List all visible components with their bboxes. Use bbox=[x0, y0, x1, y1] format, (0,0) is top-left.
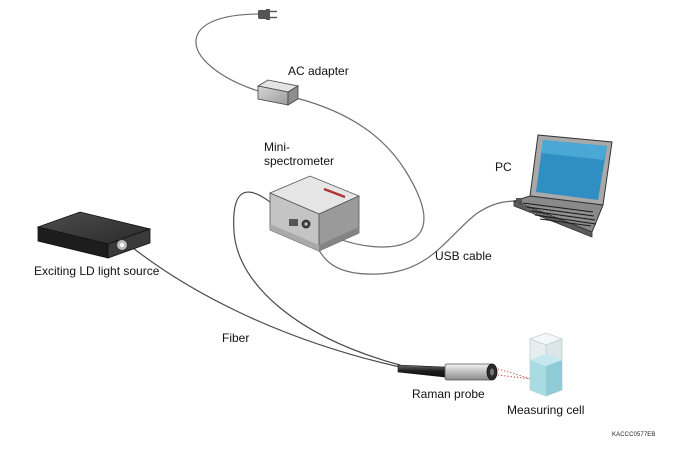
ac-adapter-icon bbox=[256, 79, 300, 106]
dc-power-cord bbox=[295, 97, 425, 248]
label-raman-probe: Raman probe bbox=[412, 387, 485, 401]
raman-probe-icon bbox=[397, 363, 498, 381]
label-mini-spectrometer-line1: Mini- bbox=[264, 140, 290, 154]
laptop-keyboard-icon bbox=[522, 202, 597, 227]
label-exciting-ld-light-source: Exciting LD light source bbox=[34, 264, 160, 278]
label-ac-adapter: AC adapter bbox=[288, 64, 349, 78]
ac-plug-icon bbox=[258, 9, 277, 20]
ac-power-cord bbox=[195, 13, 263, 93]
label-measuring-cell: Measuring cell bbox=[507, 403, 585, 417]
measuring-cell-icon bbox=[528, 332, 564, 397]
laser-beam-icon bbox=[497, 368, 533, 380]
laptop-pc-icon bbox=[512, 134, 613, 238]
label-fiber: Fiber bbox=[222, 331, 250, 345]
label-usb-cable: USB cable bbox=[435, 249, 492, 263]
figure-code: KACCC0577EB bbox=[612, 432, 656, 438]
ld-light-source-icon bbox=[36, 211, 152, 259]
fiber-ld-to-probe bbox=[127, 243, 401, 368]
usb-cable bbox=[311, 200, 519, 275]
label-mini-spectrometer-line2: spectrometer bbox=[264, 154, 335, 168]
label-pc: PC bbox=[495, 160, 512, 174]
mini-spectrometer-icon bbox=[268, 175, 361, 252]
fiber-spectrometer-to-probe bbox=[233, 191, 401, 366]
spectrometer-usb-port-icon bbox=[289, 219, 298, 226]
